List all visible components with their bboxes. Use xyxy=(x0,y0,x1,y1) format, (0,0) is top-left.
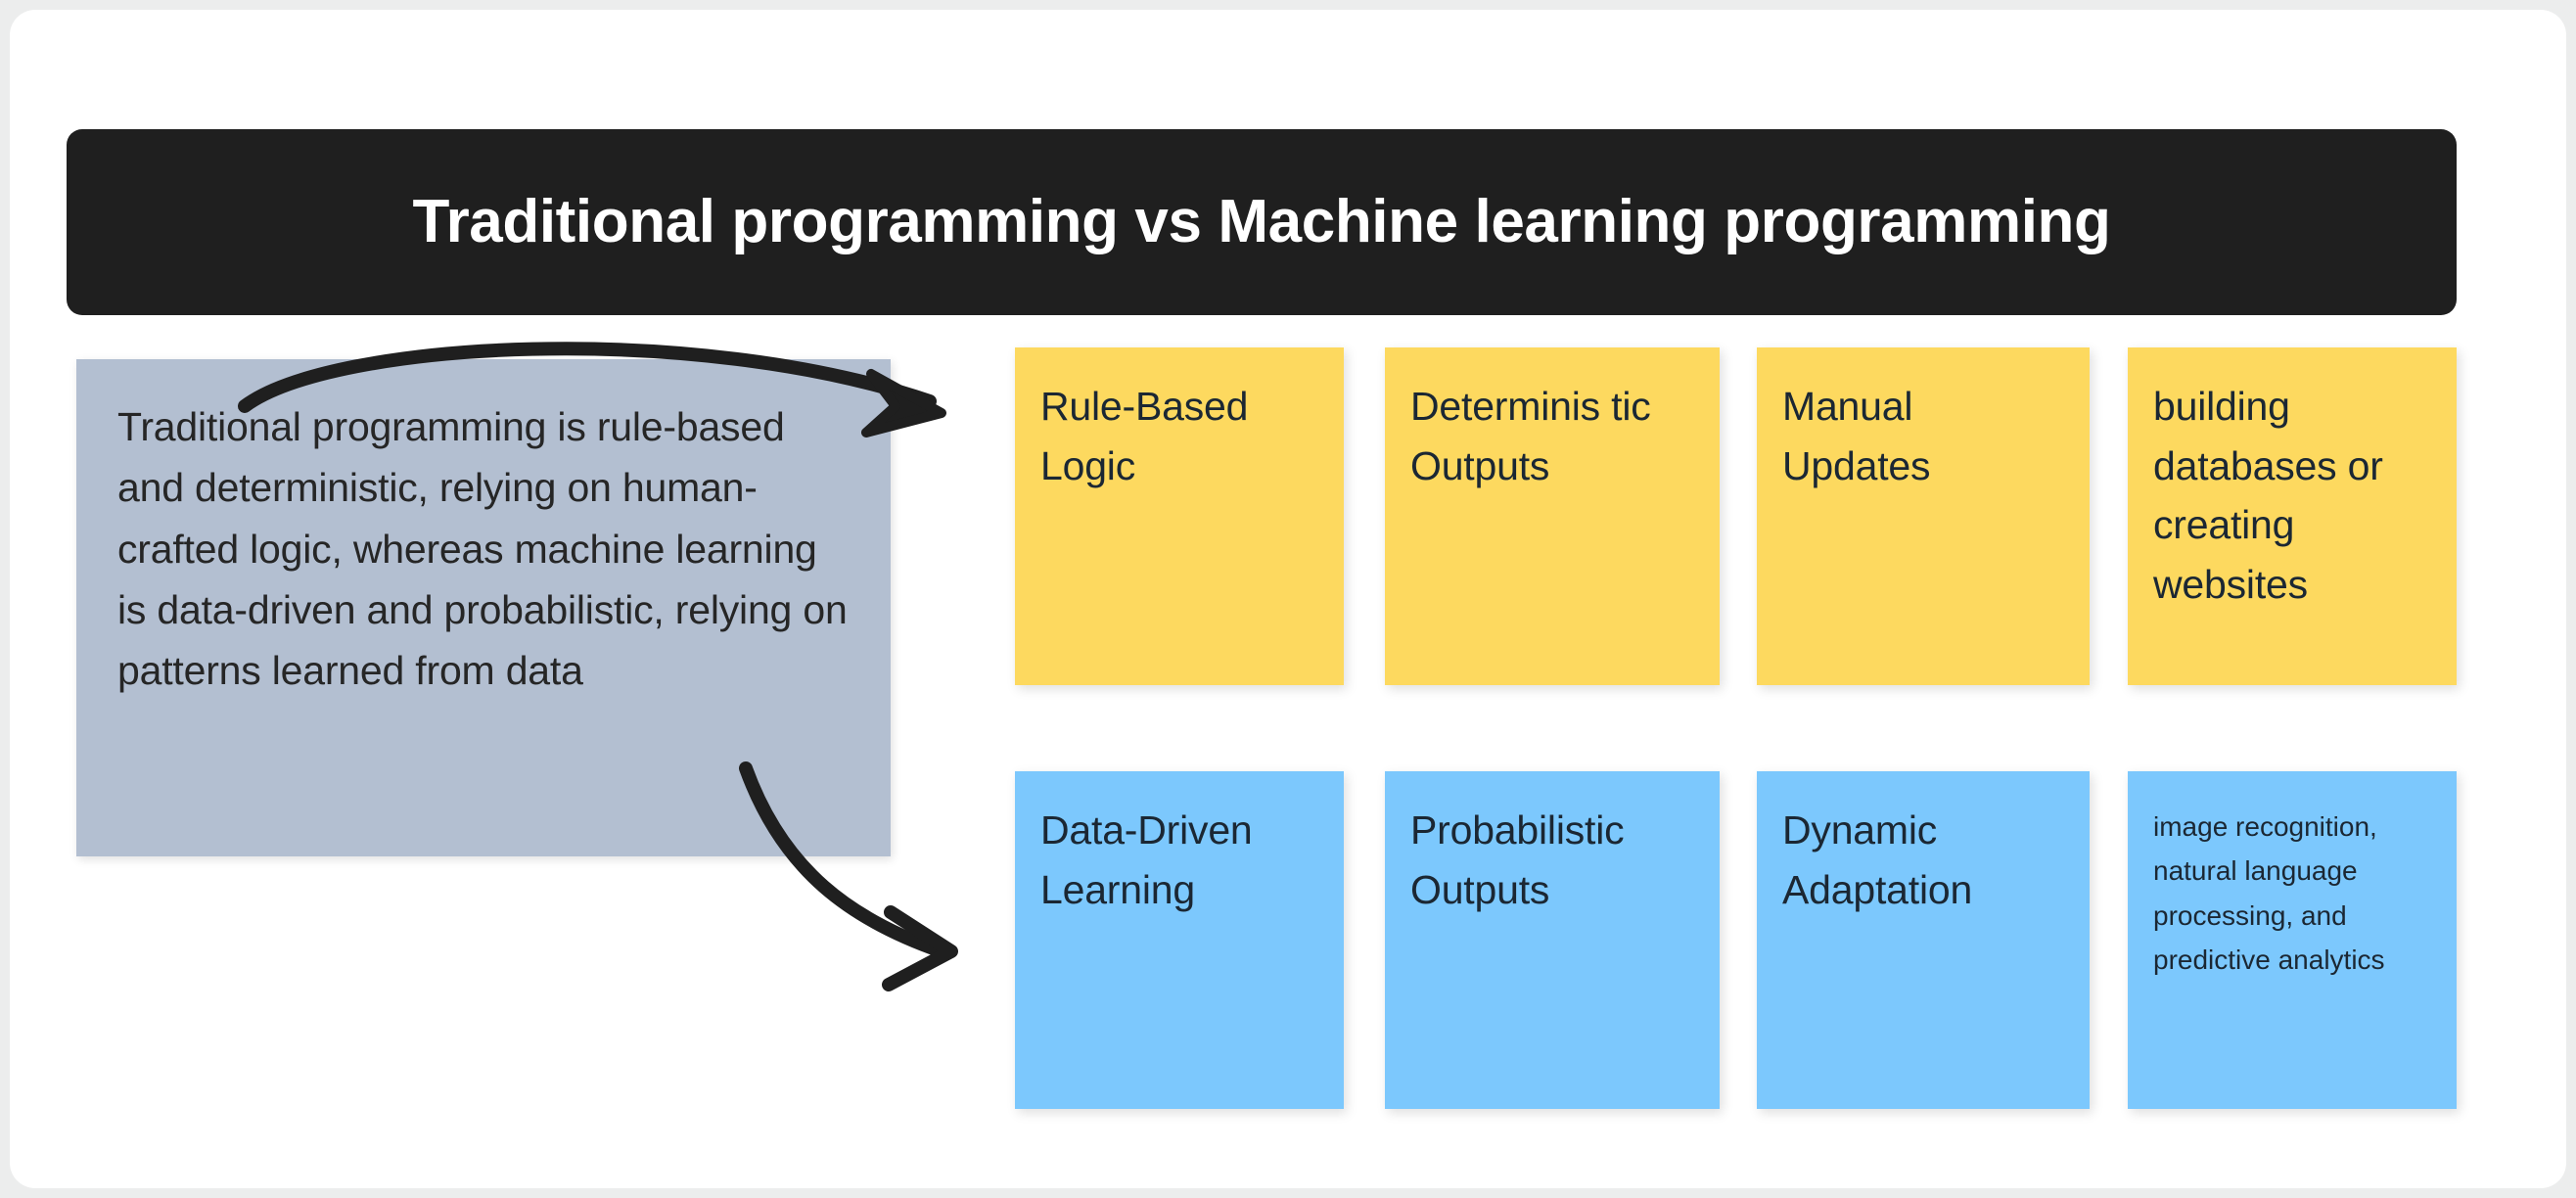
card-label: Data-Driven Learning xyxy=(1040,807,1253,912)
card-label: Manual Updates xyxy=(1782,384,1931,488)
card-label: Rule-Based Logic xyxy=(1040,384,1249,488)
card-label: Probabilistic Outputs xyxy=(1410,807,1625,912)
card-deterministic-outputs[interactable]: Determinis tic Outputs xyxy=(1385,347,1720,685)
description-text: Traditional programming is rule-based an… xyxy=(117,404,848,694)
card-label: Dynamic Adaptation xyxy=(1782,807,1973,912)
card-probabilistic-outputs[interactable]: Probabilistic Outputs xyxy=(1385,771,1720,1109)
card-label: image recognition, natural language proc… xyxy=(2153,811,2385,976)
card-rule-based-logic[interactable]: Rule-Based Logic xyxy=(1015,347,1344,685)
diagram-page: Traditional programming vs Machine learn… xyxy=(10,10,2566,1188)
description-panel: Traditional programming is rule-based an… xyxy=(76,359,891,856)
page-title: Traditional programming vs Machine learn… xyxy=(412,187,2111,255)
card-label: Determinis tic Outputs xyxy=(1410,384,1651,488)
title-bar: Traditional programming vs Machine learn… xyxy=(67,129,2457,315)
card-data-driven-learning[interactable]: Data-Driven Learning xyxy=(1015,771,1344,1109)
card-label: building databases or creating websites xyxy=(2153,384,2383,608)
arrow-icon xyxy=(882,905,958,991)
card-building-databases-or-creating-websites[interactable]: building databases or creating websites xyxy=(2128,347,2457,685)
card-ml-applications[interactable]: image recognition, natural language proc… xyxy=(2128,771,2457,1109)
card-manual-updates[interactable]: Manual Updates xyxy=(1757,347,2090,685)
card-dynamic-adaptation[interactable]: Dynamic Adaptation xyxy=(1757,771,2090,1109)
